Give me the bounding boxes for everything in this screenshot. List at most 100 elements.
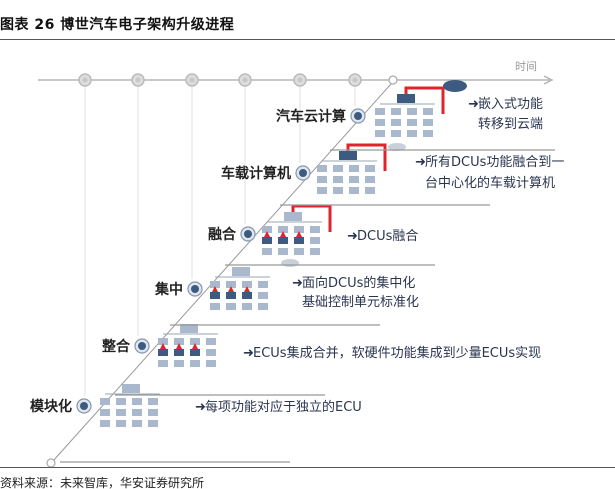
ecu-box (190, 338, 200, 345)
ecu-box (333, 176, 343, 183)
stage-2: 整合➜ECUs集成合并，软硬件功能集成到少量ECUs实现 (101, 324, 541, 396)
arrow-icon: ➜ (243, 346, 254, 361)
stage-label: 集中 (154, 281, 183, 298)
ecu-box (349, 176, 359, 183)
ecu-box (226, 292, 236, 299)
ecu-box (407, 130, 417, 137)
timeline-marker-dot (189, 77, 195, 83)
ecu-box (349, 165, 359, 172)
arrow-icon: ➜ (347, 229, 358, 244)
ecu-box (226, 281, 236, 288)
stage-description: 每项功能对应于独立的ECU (205, 399, 362, 415)
central-link (346, 143, 387, 171)
stage-4: 融合 ➜DCUs融合 (208, 204, 435, 266)
stage-marker-dot (138, 342, 146, 350)
integration-arrow-icon (192, 343, 198, 349)
central-link (291, 204, 332, 232)
ecu-box (148, 398, 158, 405)
ecu-box (333, 187, 343, 194)
ecu-box (258, 281, 268, 288)
arrow-icon: ➜ (292, 276, 303, 291)
ecu-box (375, 108, 385, 115)
ecu-box (262, 226, 272, 233)
ecu-box (206, 349, 216, 356)
ecu-box (242, 303, 252, 310)
integration-arrow-icon (264, 231, 270, 237)
integration-arrow-icon (244, 286, 250, 292)
diagonal-start-marker (46, 458, 56, 468)
ecu-root-box (397, 94, 415, 103)
integration-arrow-icon (228, 286, 234, 292)
ecu-box (148, 409, 158, 416)
stage-description: 嵌入式功能 (478, 97, 543, 112)
ecu-box (206, 338, 216, 345)
ecu-box (116, 409, 126, 416)
ecu-box (349, 187, 359, 194)
stage-description: 转移到云端 (478, 117, 543, 132)
ecu-box (100, 420, 110, 427)
stage-label: 模块化 (30, 398, 72, 415)
integration-arrow-icon (160, 343, 166, 349)
ecu-box (375, 130, 385, 137)
timeline-marker-dot (135, 77, 141, 83)
integration-arrow-icon (212, 286, 218, 292)
ecu-box (206, 360, 216, 367)
ecu-box (365, 176, 375, 183)
ecu-box (317, 187, 327, 194)
stage-label: 汽车云计算 (276, 108, 346, 125)
timeline-marker-dot (242, 77, 248, 83)
ecu-box (310, 226, 320, 233)
ecu-box (226, 303, 236, 310)
stage-marker-dot (80, 402, 88, 410)
ecu-box (116, 420, 126, 427)
central-link (404, 86, 445, 114)
ecu-box (278, 226, 288, 233)
ecu-box (423, 119, 433, 126)
ecu-box (132, 409, 142, 416)
integration-arrow-icon (280, 231, 286, 237)
cloud-icon (443, 80, 467, 92)
ecu-box (132, 420, 142, 427)
stage-description: 基础控制单元标准化 (302, 295, 419, 310)
ecu-box (174, 349, 184, 356)
ecu-root-box (122, 384, 140, 393)
ecu-box (278, 237, 288, 244)
timeline-marker-dot (82, 77, 88, 83)
stage-description: 面向DCUs的集中化 (302, 275, 415, 291)
ecu-box (174, 360, 184, 367)
ecu-root-box (339, 151, 357, 160)
ecu-box (391, 119, 401, 126)
stage-description: 台中心化的车载计算机 (425, 175, 555, 191)
ecu-box (423, 108, 433, 115)
ecu-box (407, 108, 417, 115)
stage-marker-dot (191, 285, 199, 293)
ecu-box (258, 303, 268, 310)
stage-description: DCUs融合 (357, 229, 418, 244)
stage-label: 融合 (208, 226, 237, 243)
ecu-box (294, 248, 304, 255)
ecu-box (294, 237, 304, 244)
ecu-box (242, 281, 252, 288)
arrow-icon: ➜ (415, 155, 426, 170)
ecu-box (391, 130, 401, 137)
ecu-box (100, 409, 110, 416)
figure-title: 图表 26 博世汽车电子架构升级进程 (0, 17, 235, 33)
integration-arrow-icon (176, 343, 182, 349)
ecu-box (262, 248, 272, 255)
ecu-box (116, 398, 126, 405)
ecu-box (158, 360, 168, 367)
ecu-box (100, 398, 110, 405)
stage-1: 模块化➜每项功能对应于独立的ECU (30, 384, 362, 463)
ecu-box (148, 420, 158, 427)
timeline-marker-dot (297, 77, 303, 83)
stage-label: 整合 (101, 338, 131, 355)
cloud-hint-icon (281, 259, 299, 267)
ecu-box (310, 237, 320, 244)
ecu-box (158, 338, 168, 345)
ecu-box (210, 281, 220, 288)
